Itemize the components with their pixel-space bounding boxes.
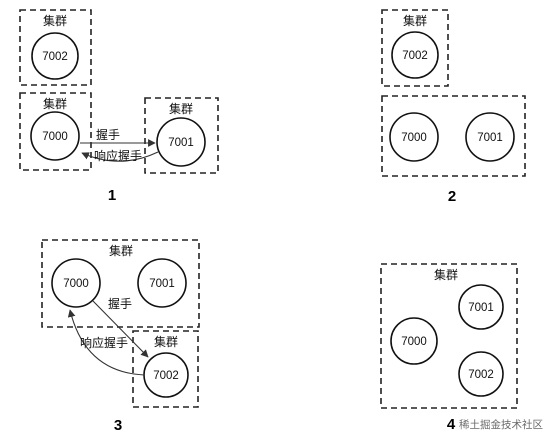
cluster-box (41, 239, 200, 328)
reply-label: 响应握手 (80, 335, 128, 350)
handshake-label: 握手 (108, 296, 132, 311)
step-number: 2 (448, 188, 456, 205)
node-label-7001: 7001 (477, 132, 503, 144)
node-label-7001: 7001 (168, 137, 194, 149)
step-number: 1 (108, 187, 116, 204)
node-circle (30, 111, 80, 161)
panel-4: 集群 7001 7000 7002 4 (380, 263, 518, 433)
cluster-label: 集群 (43, 13, 67, 28)
node-label-7002: 7002 (153, 370, 179, 382)
cluster-box (19, 92, 92, 171)
cluster-label: 集群 (434, 267, 458, 282)
handshake-arrow (92, 300, 149, 358)
node-circle (51, 258, 101, 308)
cluster-box (381, 95, 526, 177)
step-number: 4 (447, 416, 456, 433)
reply-arrow (67, 309, 145, 376)
cluster-box (19, 9, 92, 86)
node-label-7000: 7000 (63, 278, 89, 290)
node-label-7002: 7002 (42, 51, 68, 63)
cluster-box (381, 9, 449, 87)
node-circle (390, 317, 438, 365)
node-circle (156, 117, 206, 167)
handshake-label: 握手 (96, 127, 120, 142)
node-label-7002: 7002 (468, 369, 494, 381)
panel-2: 集群 7002 7000 7001 2 (381, 9, 526, 205)
node-circle (389, 112, 439, 162)
reply-arrow (81, 151, 159, 162)
panel-3: 集群 7000 7001 握手 集群 7002 响应握手 3 (41, 239, 200, 434)
cluster-label: 集群 (169, 101, 193, 116)
node-label-7002: 7002 (402, 50, 428, 62)
node-circle (465, 112, 515, 162)
node-label-7000: 7000 (42, 131, 68, 143)
node-circle (137, 258, 187, 308)
step-number: 3 (114, 417, 122, 434)
node-label-7000: 7000 (401, 336, 427, 348)
node-label-7001: 7001 (468, 302, 494, 314)
watermark: 稀土掘金技术社区 (459, 418, 543, 431)
cluster-label: 集群 (43, 96, 67, 111)
cluster-box (132, 330, 199, 408)
reply-label: 响应握手 (94, 148, 142, 163)
cluster-box (144, 97, 219, 174)
node-label-7000: 7000 (401, 132, 427, 144)
node-circle (31, 32, 79, 80)
cluster-label: 集群 (109, 243, 133, 258)
panel-1: 集群 7002 集群 7000 集群 7001 握手 响应握手 1 (19, 9, 219, 204)
node-circle (458, 284, 504, 330)
node-circle (458, 351, 504, 397)
cluster-label: 集群 (403, 13, 427, 28)
node-circle (391, 31, 439, 79)
cluster-label: 集群 (154, 334, 178, 349)
node-label-7001: 7001 (149, 278, 175, 290)
